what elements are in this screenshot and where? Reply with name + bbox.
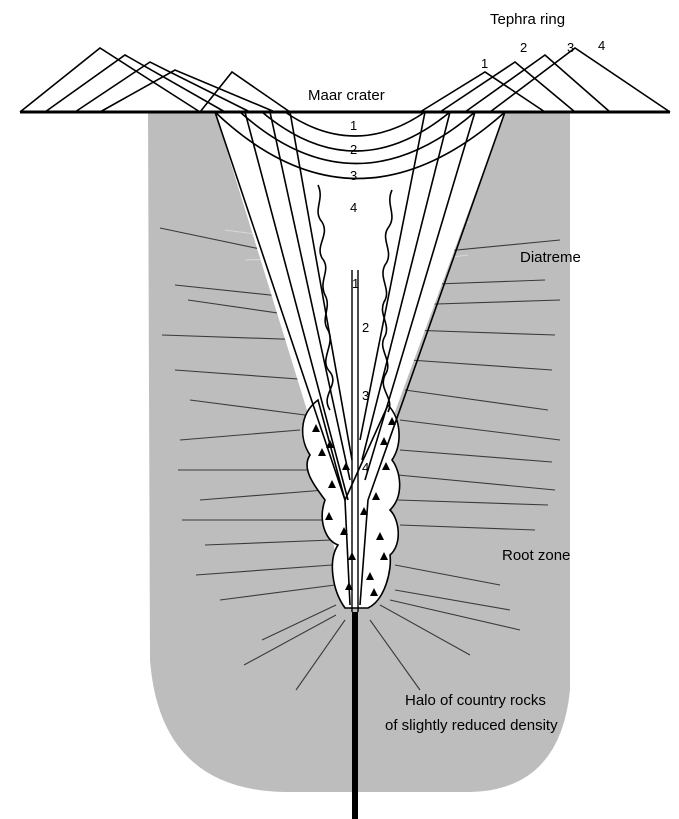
label-halo-line1: Halo of country rocks <box>405 692 546 709</box>
label-diatreme: Diatreme <box>520 249 581 266</box>
tephra-number-2: 2 <box>520 40 527 55</box>
crater-number-3: 3 <box>350 168 357 183</box>
feeder-number-3: 3 <box>362 388 369 403</box>
tephra-number-3: 3 <box>567 40 574 55</box>
crater-number-1: 1 <box>350 118 357 133</box>
feeder-number-4: 4 <box>362 460 369 475</box>
label-maar-crater: Maar crater <box>308 87 385 104</box>
crater-number-4: 4 <box>350 200 357 215</box>
crater-number-2: 2 <box>350 142 357 157</box>
feeder-number-2: 2 <box>362 320 369 335</box>
label-root-zone: Root zone <box>502 547 570 564</box>
tephra-number-1: 1 <box>481 56 488 71</box>
feeder-number-1: 1 <box>352 276 359 291</box>
label-tephra-ring: Tephra ring <box>490 11 565 28</box>
label-halo-line2: of slightly reduced density <box>385 717 558 734</box>
tephra-number-4: 4 <box>598 38 605 53</box>
